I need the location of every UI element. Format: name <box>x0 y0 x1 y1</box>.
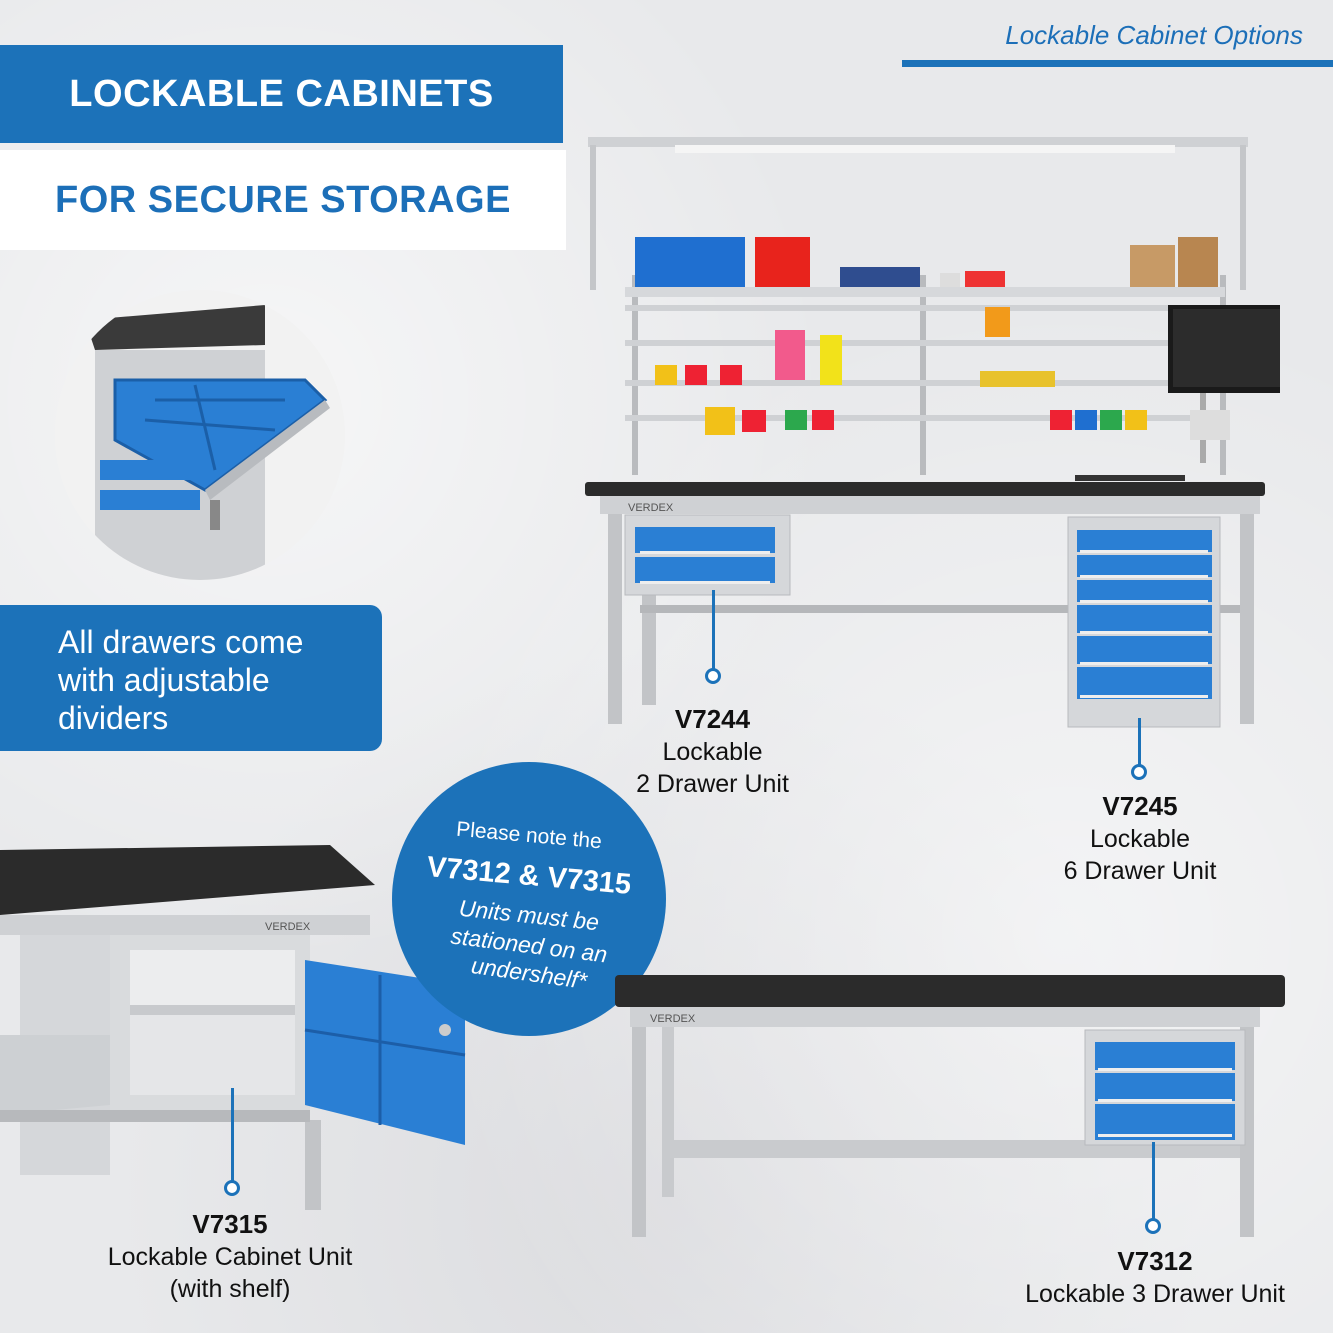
workbench-illustration-main: VERDEX <box>585 137 1280 728</box>
note-line-1: All drawers come <box>58 624 304 660</box>
product-label-v7312: V7312 Lockable 3 Drawer Unit <box>990 1245 1320 1310</box>
product-label-v7315: V7315 Lockable Cabinet Unit (with shelf) <box>70 1208 390 1305</box>
pin-v7315-dot <box>224 1180 240 1196</box>
pin-v7244-line <box>712 590 715 672</box>
drawer-dividers-note: All drawers come with adjustable divider… <box>0 605 382 751</box>
product-label-v7244: V7244 Lockable 2 Drawer Unit <box>600 703 825 800</box>
cabinet-unit-illustration: VERDEX <box>0 845 466 1210</box>
product-desc-line1: Lockable 3 Drawer Unit <box>1025 1280 1285 1308</box>
page-subtitle: FOR SECURE STORAGE <box>55 178 511 221</box>
drawer-closeup-image <box>55 290 345 580</box>
product-desc-line1: Lockable <box>662 738 763 766</box>
product-label-v7245: V7245 Lockable 6 Drawer Unit <box>1030 790 1250 887</box>
heading-underline <box>902 60 1333 67</box>
product-desc-line2: (with shelf) <box>169 1275 291 1303</box>
workbench-illustration-3drawer: VERDEX <box>615 975 1285 1237</box>
brand-logo: VERDEX <box>650 1013 696 1025</box>
pin-v7315-line <box>231 1088 234 1183</box>
product-code: V7315 <box>192 1209 268 1239</box>
title-banner-secondary: FOR SECURE STORAGE <box>0 150 566 250</box>
brand-logo: VERDEX <box>628 502 674 514</box>
title-banner-primary: LOCKABLE CABINETS <box>0 45 563 143</box>
pin-v7312-line <box>1152 1142 1155 1220</box>
section-heading: Lockable Cabinet Options <box>1005 20 1303 50</box>
page-title: LOCKABLE CABINETS <box>69 72 494 115</box>
product-code: V7245 <box>1102 791 1178 821</box>
pin-v7245-line <box>1138 718 1141 768</box>
pin-v7312-dot <box>1145 1218 1161 1234</box>
product-desc-line1: Lockable Cabinet Unit <box>107 1243 353 1271</box>
product-desc-line2: 2 Drawer Unit <box>636 770 789 798</box>
pin-v7244-dot <box>705 668 721 684</box>
product-code: V7312 <box>1117 1246 1193 1276</box>
brand-logo: VERDEX <box>265 921 311 933</box>
note-line-3: dividers <box>58 700 169 736</box>
product-code: V7244 <box>674 704 751 734</box>
note-line-2: with adjustable <box>58 662 270 698</box>
product-desc-line2: 6 Drawer Unit <box>1063 857 1217 885</box>
pin-v7245-dot <box>1131 764 1147 780</box>
product-desc-line1: Lockable <box>1089 825 1191 853</box>
